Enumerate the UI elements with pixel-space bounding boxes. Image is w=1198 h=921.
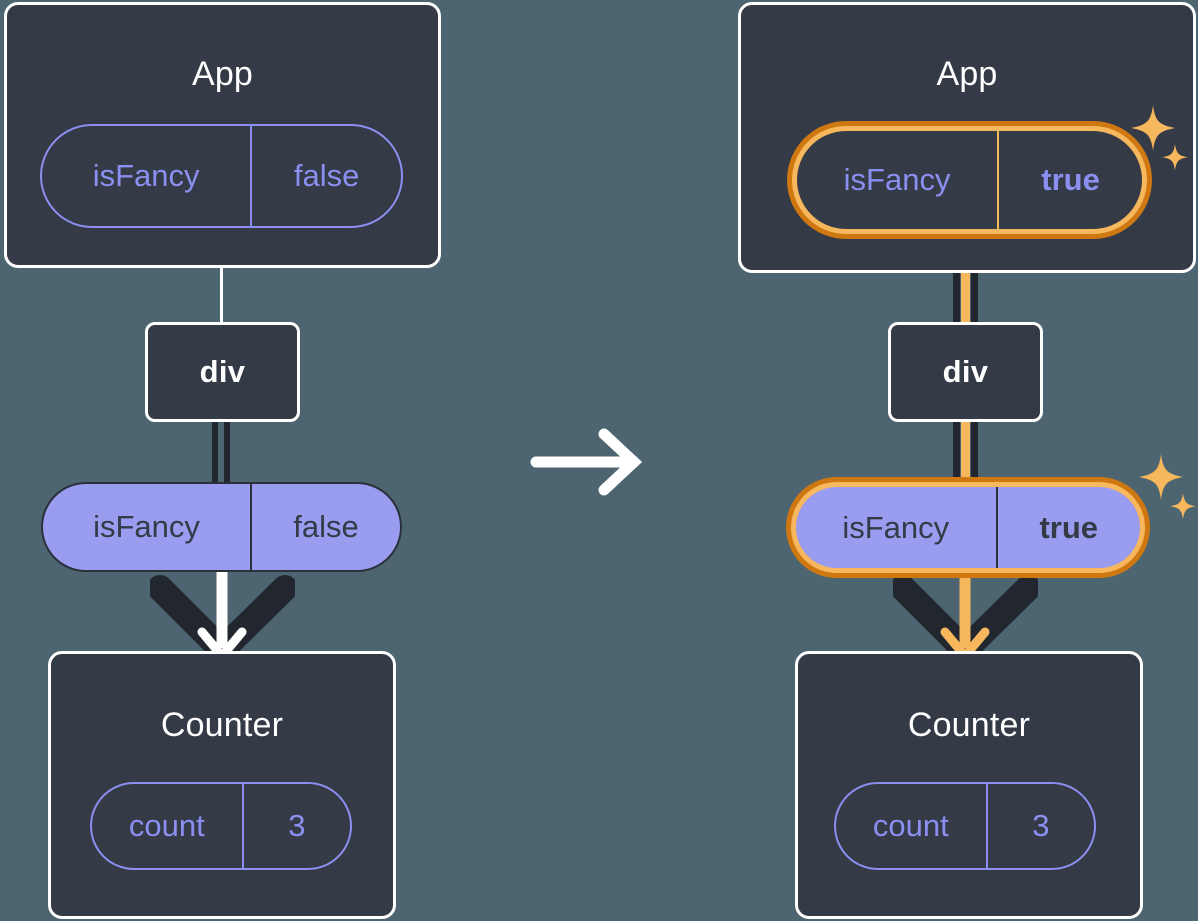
arrow-right-icon (530, 428, 643, 496)
left-app-state-pill: isFancy false (40, 124, 403, 228)
right-wire-app-to-div-b (971, 228, 978, 328)
right-dom-prop-value: true (995, 487, 1140, 568)
right-app-state-name: isFancy (843, 162, 951, 197)
right-dom-div-box: div (888, 322, 1043, 422)
right-app-title: App (936, 55, 998, 93)
left-dom-prop-pill: isFancy false (41, 482, 402, 572)
left-counter-state-pill: count 3 (90, 782, 352, 870)
left-wire-div-to-pill-b (224, 415, 230, 485)
left-counter-title: Counter (160, 706, 284, 744)
left-dom-prop-name: isFancy (93, 509, 200, 544)
right-app-pill-inner-ring: isFancy true (792, 126, 1147, 234)
right-dom-pill-inner-ring: isFancy true (791, 482, 1145, 573)
left-wire-div-to-pill-a (212, 415, 218, 485)
right-wire-div-to-pill-a (953, 415, 960, 487)
left-dom-div-box: div (145, 322, 300, 422)
right-dom-div-label: div (942, 354, 989, 389)
right-wire-app-to-div-highlight (961, 228, 970, 328)
right-wire-div-to-pill-highlight (961, 415, 970, 487)
left-dom-prop-value: false (250, 484, 400, 570)
left-dom-div-label: div (199, 354, 246, 389)
right-app-state-pill-highlighted: isFancy true (787, 121, 1152, 239)
left-counter-state-value: 3 (241, 784, 350, 868)
right-app-pill-core: isFancy true (797, 131, 1142, 229)
right-app-state-value: true (997, 131, 1142, 229)
right-dom-prop-pill-highlighted: isFancy true (786, 477, 1150, 578)
right-counter-state-name: count (872, 808, 949, 843)
right-wire-div-to-pill-b (971, 415, 978, 487)
left-app-state-value: false (250, 126, 401, 226)
left-counter-state-name: count (128, 808, 205, 843)
left-app-title: App (191, 55, 254, 93)
left-wire-app-to-div (220, 262, 223, 324)
right-dom-prop-name: isFancy (842, 509, 950, 545)
right-counter-state-pill: count 3 (834, 782, 1096, 870)
right-counter-state-value: 3 (985, 784, 1094, 868)
right-dom-pill-core: isFancy true (796, 487, 1140, 568)
right-wire-app-to-div-a (953, 228, 960, 328)
right-counter-title: Counter (907, 706, 1031, 744)
left-app-state-name: isFancy (92, 158, 200, 193)
